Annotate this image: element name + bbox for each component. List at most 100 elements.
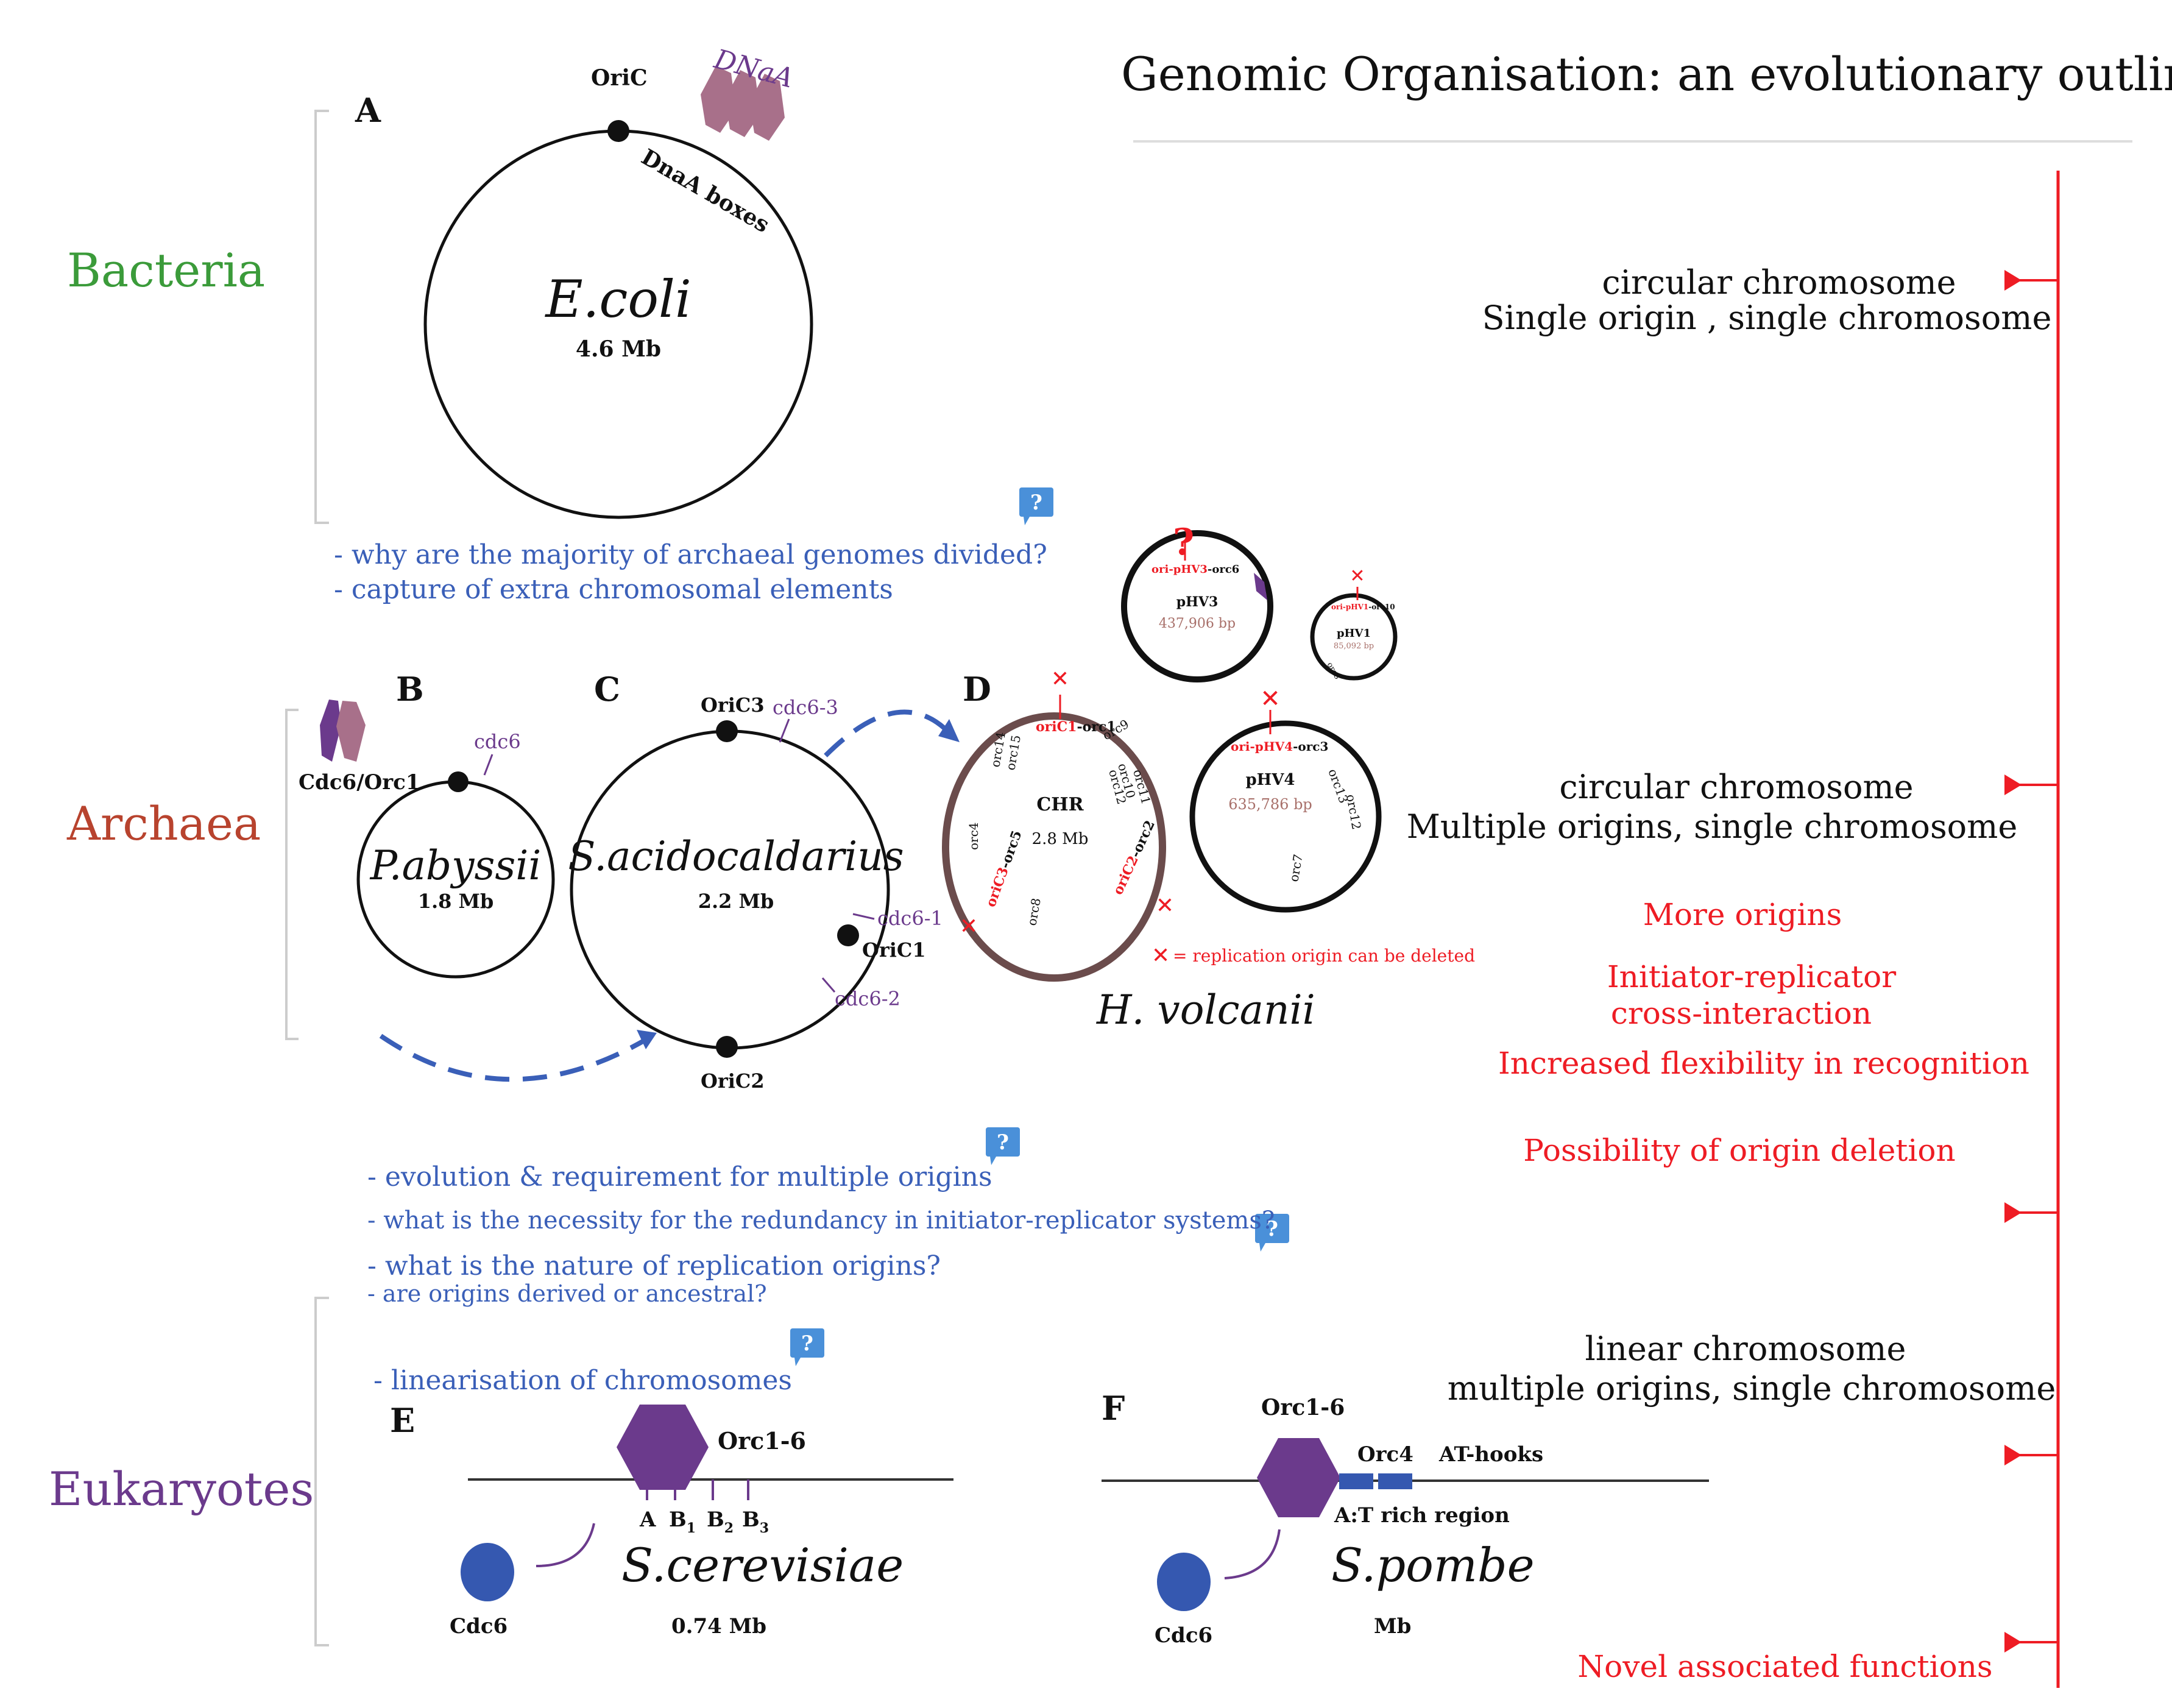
archaea-red-5: Possibility of origin deletion	[1523, 1133, 1955, 1168]
pabyssii-ori-dot	[448, 771, 469, 792]
ecoli-oric-dot	[607, 120, 629, 142]
eukaryote-feature-1: linear chromosome	[1585, 1330, 1906, 1368]
eukaryote-feature-2: multiple origins, single chromosome	[1448, 1369, 2056, 1408]
hvol-phv4-name: pHV4	[1245, 771, 1295, 789]
scer-size: 0.74 Mb	[671, 1614, 766, 1639]
arrow-c-to-d	[824, 709, 946, 757]
hvol-chr-size: 2.8 Mb	[1032, 830, 1089, 848]
hvol-chr-oric2-x: ✕	[1156, 893, 1174, 918]
hvol-phv3-name: pHV3	[1176, 594, 1219, 610]
hvol-phv4-x: ✕	[1260, 685, 1281, 713]
hvol-phv1	[1310, 593, 1398, 681]
cdc6-orc1-label: Cdc6/Orc1	[299, 770, 420, 795]
pabyssii-size: 1.8 Mb	[418, 890, 494, 913]
hvol-phv1-name: pHV1	[1337, 627, 1371, 640]
question-2-line-2: - what is the necessity for the redundan…	[367, 1207, 1275, 1235]
domain-label-archaea: Archaea	[66, 796, 261, 851]
spombe-region-label: A:T rich region	[1334, 1503, 1510, 1528]
arrow-b-to-c-head	[637, 1030, 657, 1049]
hvol-phv4-gene-orc7: orc7	[1286, 853, 1306, 883]
ecoli-oric-label: OriC	[591, 65, 648, 91]
page-title: Genomic Organisation: an evolutionary ou…	[1121, 47, 2172, 101]
sacido-cdc6-2-tick	[821, 977, 836, 993]
hvol-phv4-size: 635,786 bp	[1228, 796, 1312, 813]
spombe-size: Mb	[1374, 1614, 1411, 1639]
domain-label-bacteria: Bacteria	[67, 243, 265, 297]
arrow-c-to-d-head	[938, 719, 960, 742]
hvol-phv4	[1189, 720, 1382, 913]
panel-c-letter: C	[594, 670, 620, 709]
bacteria-feature-2: Single origin , single chromosome	[1482, 299, 2052, 337]
hvol-chr-oric3-label: oriC3-orc5	[983, 829, 1025, 910]
scer-cdc6-label: Cdc6	[450, 1614, 508, 1639]
archaea-red-2: Initiator-replicator	[1607, 959, 1896, 994]
sacido-size: 2.2 Mb	[698, 890, 774, 913]
arrow-b-to-c	[379, 1033, 649, 1082]
sacido-name: S.acidocaldarius	[568, 833, 904, 880]
sacido-oric3-label: OriC3	[701, 693, 765, 717]
deletion-legend-mark: ✕	[1151, 943, 1170, 968]
hvol-chr	[942, 712, 1166, 982]
scer-orc-complex-icon	[617, 1405, 709, 1490]
cdc6-orc1-protein-icon	[320, 700, 366, 762]
spombe-cdc6-arrow	[1224, 1529, 1281, 1579]
spombe-orc4-hook-1	[1339, 1473, 1373, 1489]
archaea-red-3: cross-interaction	[1611, 996, 1872, 1031]
dnaa-protein-icon	[701, 66, 785, 141]
scer-cdc6-icon	[461, 1543, 514, 1601]
deletion-legend-text: = replication origin can be deleted	[1173, 946, 1475, 966]
domain-brackets	[285, 110, 329, 1646]
sacido-oric1-label: OriC1	[862, 938, 926, 962]
panel-f-letter: F	[1102, 1389, 1125, 1428]
spombe-cdc6-label: Cdc6	[1155, 1623, 1212, 1648]
hvol-phv3-question: ?	[1173, 521, 1194, 564]
hvol-phv4-ori-label: ori-pHV4-orc3	[1231, 739, 1328, 754]
hvol-phv3-ori-label: ori-pHV3-orc6	[1151, 563, 1239, 576]
bacteria-feature-1: circular chromosome	[1602, 263, 1956, 302]
hvol-phv1-x: ✕	[1350, 565, 1365, 587]
sacido-oric1-dot	[837, 924, 859, 946]
scer-orc-label: Orc1-6	[718, 1427, 806, 1455]
hvol-chr-oric1-x: ✕	[1051, 667, 1069, 692]
panel-a-letter: A	[355, 91, 381, 130]
question-2-line-3: - what is the nature of replication orig…	[367, 1250, 941, 1281]
domain-label-eukaryotes: Eukaryotes	[49, 1462, 314, 1516]
archaea-feature-2: Multiple origins, single chromosome	[1407, 807, 2018, 846]
archaea-feature-1: circular chromosome	[1559, 768, 1913, 806]
hvolcanii-name: H. volcanii	[1096, 987, 1315, 1033]
hvol-phv1-ori-label: ori-pHV1-orc10	[1331, 603, 1395, 611]
scer-cdc6-arrow	[536, 1523, 595, 1567]
pabyssii-name: P.abyssii	[370, 842, 542, 889]
pabyssii-cdc6-label: cdc6	[474, 730, 521, 753]
sacido-cdc6-3-label: cdc6-3	[773, 696, 838, 719]
archaea-red-4: Increased flexibility in recognition	[1498, 1046, 2029, 1081]
question-badge-3: ?	[1255, 1214, 1289, 1252]
hvol-phv3-size: 437,906 bp	[1159, 616, 1236, 631]
spombe-orc-complex-icon	[1257, 1438, 1340, 1517]
eukaryote-red-1: Novel associated functions	[1577, 1649, 1992, 1684]
panel-e-letter: E	[390, 1401, 415, 1440]
sacido-oric2-label: OriC2	[701, 1069, 765, 1093]
svg-text:?: ?	[1266, 1217, 1278, 1241]
hvol-chr-gene-orc8: orc8	[1024, 897, 1044, 927]
sacido-cdc6-3-tick	[779, 718, 790, 743]
sacido-cdc6-1-tick	[852, 913, 875, 920]
ecoli-name: E.coli	[544, 269, 691, 329]
hvol-phv1-size: 85,092 bp	[1334, 642, 1374, 651]
hvol-phv3	[1121, 530, 1273, 682]
scer-name: S.cerevisiae	[621, 1538, 904, 1592]
svg-text:?: ?	[997, 1130, 1009, 1155]
sacido-cdc6-1-label: cdc6-1	[877, 907, 943, 930]
hvol-chr-oric3-x: ✕	[960, 914, 978, 939]
svg-text:?: ?	[1030, 491, 1042, 515]
scer-element-b3: B3	[742, 1508, 769, 1536]
ecoli-size: 4.6 Mb	[576, 336, 661, 362]
question-badge-2: ?	[986, 1127, 1020, 1165]
spombe-orc-label: Orc1-6	[1261, 1395, 1345, 1420]
archaea-red-1: More origins	[1643, 897, 1842, 932]
hvol-chr-gene-orc4: orc4	[966, 822, 981, 850]
hvol-chr-oric1-label: oriC1-orc1	[1036, 719, 1116, 735]
scer-element-ticks	[646, 1479, 749, 1500]
sacido-cdc6-2-label: cdc6-2	[835, 987, 900, 1010]
spombe-name: S.pombe	[1331, 1538, 1535, 1592]
